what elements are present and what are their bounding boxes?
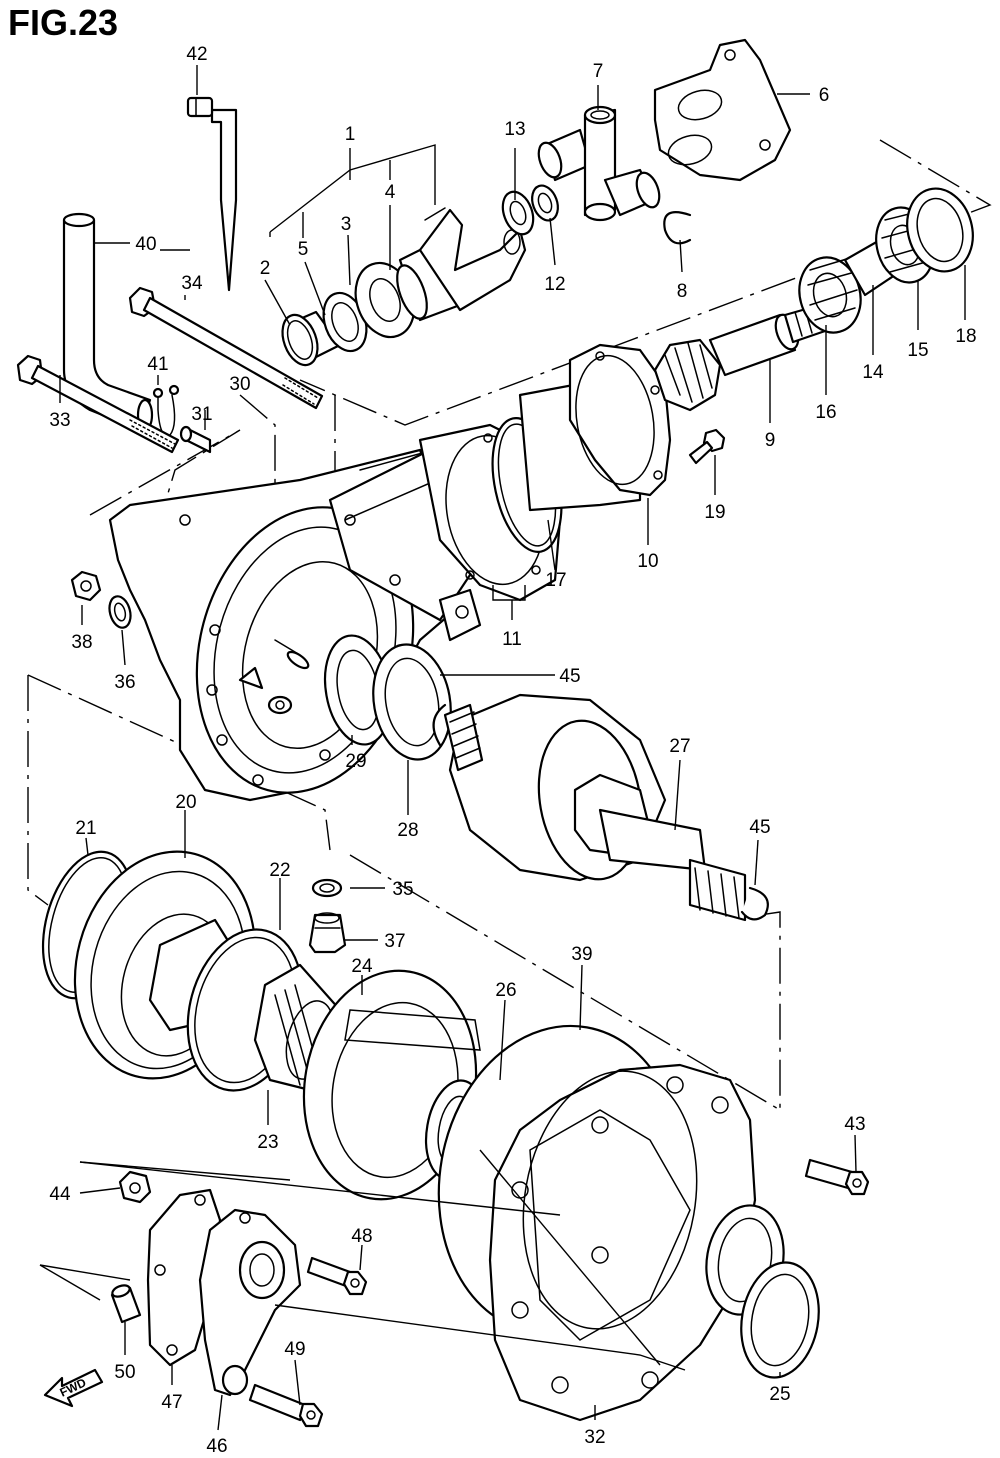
callout-6: 6 — [819, 85, 830, 106]
callout-45b: 45 — [749, 817, 770, 838]
callout-50: 50 — [114, 1362, 135, 1383]
callout-16: 16 — [815, 402, 836, 423]
part-41-hose-clip — [152, 384, 180, 437]
callout-47: 47 — [161, 1392, 182, 1413]
part-45a-circlip — [432, 703, 447, 747]
callout-40: 40 — [135, 234, 156, 255]
part-19-bolt — [688, 428, 726, 465]
part-9-drive-pinion — [653, 303, 830, 412]
callout-38: 38 — [71, 632, 92, 653]
part-36-washer — [108, 595, 132, 629]
part-47-gasket — [146, 1188, 222, 1367]
part-13-seal — [501, 190, 535, 236]
part-43-bolt — [804, 1158, 870, 1196]
part-35-washer — [311, 878, 343, 898]
callout-44: 44 — [49, 1184, 71, 1205]
callout-labels: 1 2 3 4 5 6 7 8 9 10 11 12 13 14 15 16 1… — [49, 44, 976, 1457]
part-12-bearing-cup — [531, 184, 559, 222]
part-7-universal-joint — [537, 105, 661, 222]
part-45b-circlip — [740, 886, 769, 921]
callout-32: 32 — [584, 1427, 605, 1448]
callout-25: 25 — [769, 1384, 790, 1405]
callout-1: 1 — [345, 124, 356, 145]
assembly-reference-lines — [27, 139, 992, 1111]
part-6-flange-yoke — [653, 38, 792, 182]
callout-31: 31 — [191, 404, 212, 425]
part-5-washer — [322, 291, 368, 353]
part-18-bearing-race — [906, 187, 974, 273]
callout-48: 48 — [351, 1226, 372, 1247]
part-48-bolt — [306, 1256, 368, 1296]
part-49-bolt — [248, 1383, 324, 1428]
callout-21: 21 — [75, 818, 96, 839]
callout-28: 28 — [397, 820, 418, 841]
part-42-hex-key — [186, 96, 238, 292]
part-37-plug — [308, 912, 347, 954]
callout-11: 11 — [502, 629, 522, 650]
callout-43: 43 — [844, 1114, 865, 1135]
callout-17: 17 — [545, 570, 566, 591]
callout-2: 2 — [260, 258, 271, 279]
part-16-pinion-bearing — [798, 256, 862, 334]
callout-14: 14 — [862, 362, 884, 383]
part-2-oil-seal — [281, 310, 342, 367]
reference-lines — [39, 1149, 686, 1371]
part-31-breather-fitting — [179, 425, 212, 454]
callout-27: 27 — [669, 736, 690, 757]
callout-22: 22 — [269, 860, 290, 881]
part-8-circlip — [663, 211, 692, 245]
callout-10: 10 — [637, 551, 658, 572]
part-46-cover — [198, 1208, 302, 1397]
callout-7: 7 — [593, 61, 604, 82]
callout-42: 42 — [186, 44, 207, 65]
callout-5: 5 — [298, 239, 309, 260]
part-28-bearing — [372, 643, 452, 761]
callout-leaders — [59, 65, 966, 1431]
callout-13: 13 — [504, 119, 525, 140]
fwd-arrow: FWD — [43, 1368, 104, 1408]
callout-12: 12 — [544, 274, 565, 295]
figure-title: FIG.23 — [8, 2, 119, 43]
part-32-housing — [488, 1063, 785, 1422]
callout-24: 24 — [351, 956, 373, 977]
callout-9: 9 — [765, 430, 776, 451]
callout-15: 15 — [907, 340, 928, 361]
callout-49: 49 — [284, 1339, 305, 1360]
callout-26: 26 — [495, 980, 516, 1001]
callout-8: 8 — [677, 281, 688, 302]
callout-33: 33 — [49, 410, 70, 431]
part-50-dowel-pin — [110, 1284, 142, 1324]
part-27-extension-shaft — [443, 693, 747, 922]
callout-34: 34 — [181, 273, 203, 294]
callout-4: 4 — [385, 182, 396, 203]
callout-18: 18 — [955, 326, 976, 347]
callout-45a: 45 — [559, 666, 580, 687]
part-25-oil-seal — [740, 1261, 820, 1379]
callout-46: 46 — [206, 1436, 227, 1457]
part-44-nut — [118, 1170, 152, 1204]
callout-20: 20 — [175, 792, 196, 813]
part-10-bearing-retainer — [518, 343, 672, 512]
part-38-nut — [70, 570, 102, 602]
callout-19: 19 — [704, 502, 725, 523]
callout-3: 3 — [341, 214, 352, 235]
callout-29: 29 — [345, 751, 366, 772]
callout-39: 39 — [571, 944, 592, 965]
part-34-bolt — [128, 286, 324, 410]
callout-36: 36 — [114, 672, 135, 693]
part-4-yoke-flange — [396, 207, 527, 322]
callout-35: 35 — [392, 879, 413, 900]
callout-23: 23 — [257, 1132, 278, 1153]
callout-30: 30 — [229, 374, 250, 395]
callout-41: 41 — [147, 354, 168, 375]
part-33-bolt — [16, 354, 180, 454]
callout-37: 37 — [384, 931, 405, 952]
part-40-breather-hose — [62, 212, 154, 432]
